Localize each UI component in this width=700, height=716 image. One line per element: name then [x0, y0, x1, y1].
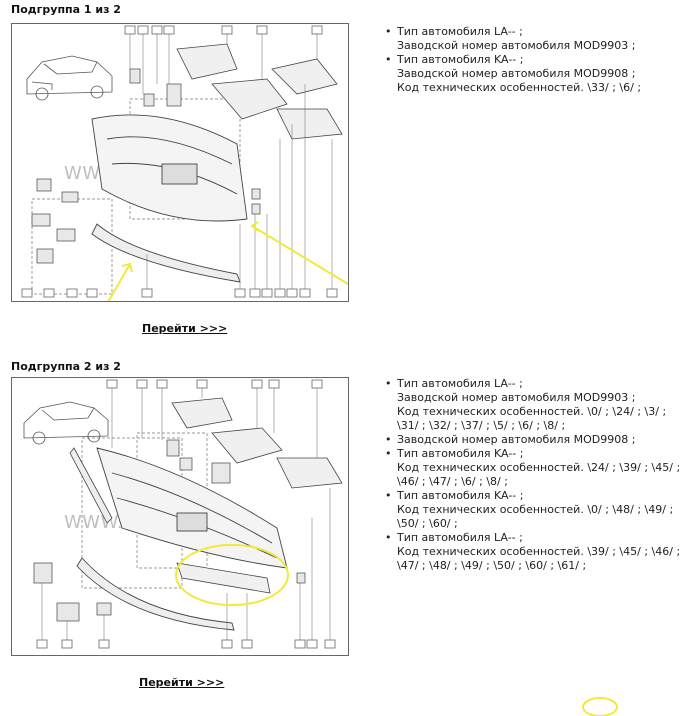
note-line: Заводской номер автомобиля MOD9903 ; [397, 391, 636, 404]
note-line: \50/ ; \60/ ; [397, 517, 458, 530]
note-line: Код технических особенностей. \0/ ; \48/… [397, 503, 674, 516]
spoiler-strip [91, 223, 241, 283]
goto-link-2[interactable]: Перейти >>> [139, 676, 225, 689]
brackets [33, 439, 306, 622]
annotation-circle [582, 697, 618, 716]
note-line: Код технических особенностей. \39/ ; \45… [397, 545, 681, 558]
subgroup-2-title: Подгруппа 2 из 2 [11, 360, 121, 373]
note-line: \47/ ; \48/ ; \49/ ; \50/ ; \60/ ; \61/ … [397, 559, 587, 572]
annotation-ellipse [175, 544, 289, 606]
side-trim [69, 447, 113, 524]
note-item: • Заводской номер автомобиля MOD9908 ; [383, 433, 695, 447]
lower-lip [176, 562, 271, 594]
note-line: \31/ ; \32/ ; \37/ ; \5/ ; \6/ ; \8/ ; [397, 419, 566, 432]
under-panels [171, 397, 343, 489]
note-line: Заводской номер автомобиля MOD9908 ; [397, 433, 636, 446]
subgroup-1-diagram[interactable]: WWW.ELCATS.RU [11, 23, 349, 302]
part-tags [36, 379, 336, 649]
subgroup-2-diagram[interactable]: WWW.ELCATS.RU [11, 377, 349, 656]
note-line: Тип автомобиля LA-- ; [397, 25, 523, 38]
note-line: Заводской номер автомобиля MOD9908 ; [397, 67, 636, 80]
note-line: Код технических особенностей. \24/ ; \39… [397, 461, 681, 474]
car-thumbnail [26, 55, 113, 101]
note-item: • Тип автомобиля KA-- ; Заводской номер … [383, 53, 695, 95]
bumper-body [91, 114, 248, 222]
brackets [31, 68, 261, 264]
car-thumbnail [23, 401, 109, 445]
note-line: Тип автомобиля LA-- ; [397, 531, 523, 544]
note-line: Заводской номер автомобиля MOD9903 ; [397, 39, 636, 52]
part-tags [21, 25, 338, 298]
note-item: • Тип автомобиля LA-- ; Заводской номер … [383, 25, 695, 53]
subgroup-1-title: Подгруппа 1 из 2 [11, 3, 121, 16]
spoiler-strip [76, 557, 235, 631]
note-line: Код технических особенностей. \0/ ; \24/… [397, 405, 667, 418]
subgroup-2-notes: • Тип автомобиля LA-- ; Заводской номер … [383, 377, 695, 573]
note-item: • Тип автомобиля KA-- ; Код технических … [383, 447, 695, 489]
note-line: Тип автомобиля LA-- ; [397, 377, 523, 390]
note-line: Тип автомобиля KA-- ; [397, 489, 524, 502]
note-item: • Тип автомобиля KA-- ; Код технических … [383, 489, 695, 531]
bumper-body [96, 447, 288, 569]
note-line: Код технических особенностей. \33/ ; \6/… [397, 81, 642, 94]
goto-link-1[interactable]: Перейти >>> [142, 322, 228, 335]
annotation-arrows [107, 221, 348, 301]
note-line: Тип автомобиля KA-- ; [397, 53, 524, 66]
note-item: • Тип автомобиля LA-- ; Код технических … [383, 531, 695, 573]
bumper-diagram-2: WWW.ELCATS.RU [23, 379, 343, 649]
subgroup-1-notes: • Тип автомобиля LA-- ; Заводской номер … [383, 25, 695, 95]
note-item: • Тип автомобиля LA-- ; Заводской номер … [383, 377, 695, 433]
under-panels [176, 43, 343, 140]
bumper-diagram-1: WWW.ELCATS.RU [21, 25, 348, 301]
note-line: Тип автомобиля KA-- ; [397, 447, 524, 460]
note-line: \46/ ; \47/ ; \6/ ; \8/ ; [397, 475, 508, 488]
